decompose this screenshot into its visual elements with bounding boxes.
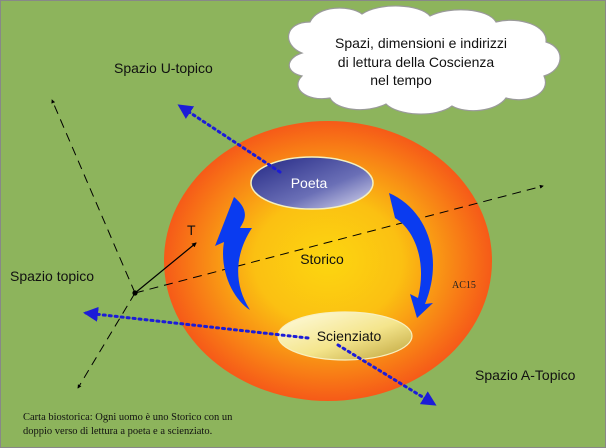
right-cycle-arrow bbox=[389, 193, 433, 318]
dotted-arrow-to-topico bbox=[83, 306, 310, 340]
left-cycle-arrow bbox=[215, 197, 252, 310]
cloud-line-2: di lettura della Coscienza bbox=[338, 54, 495, 70]
label-spazio-a-topico: Spazio A-Topico bbox=[475, 367, 576, 383]
t-axis-arrow bbox=[134, 242, 197, 294]
cloud-shape bbox=[287, 5, 561, 115]
dotted-arrow-to-utopico bbox=[177, 104, 282, 174]
cloud-line-1: Spazi, dimensioni e indirizzi bbox=[335, 35, 507, 51]
caption-line-1: Carta biostorica: Ogni uomo è uno Storic… bbox=[23, 412, 233, 423]
label-spazio-u-topico: Spazio U-topico bbox=[114, 60, 213, 76]
signature-ac15: AC15 bbox=[452, 280, 476, 291]
cloud-line-3: nel tempo bbox=[370, 72, 432, 88]
label-t-axis: T bbox=[187, 222, 196, 238]
label-scienziato: Scienziato bbox=[317, 328, 382, 344]
poeta-ellipse bbox=[250, 156, 374, 210]
caption-line-2: doppio verso di lettura a poeta e a scie… bbox=[23, 426, 212, 437]
label-spazio-topico: Spazio topico bbox=[10, 268, 94, 284]
origin-point bbox=[132, 290, 138, 296]
axis-down bbox=[77, 292, 136, 389]
label-poeta: Poeta bbox=[291, 175, 328, 191]
dotted-arrow-to-atopico bbox=[336, 343, 437, 406]
axis-a-topico bbox=[134, 184, 544, 294]
axis-u-topico bbox=[51, 99, 136, 294]
label-storico: Storico bbox=[300, 251, 344, 267]
